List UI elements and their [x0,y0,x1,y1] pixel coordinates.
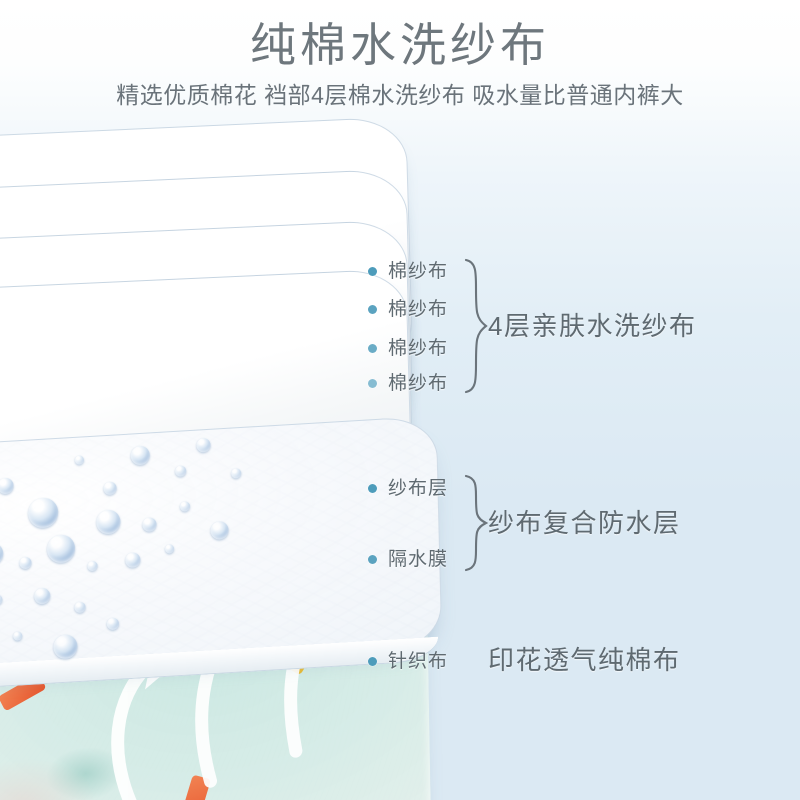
bullet-dot-icon [368,484,377,493]
callout-gauze-layer-4: 棉纱布 [368,374,448,393]
water-droplet [0,542,4,566]
bullet-dot-icon [368,267,377,276]
gauze-stack-illustration [0,116,450,555]
callout-waterproof-layer-2: 隔水膜 [368,550,448,569]
water-droplet [34,587,51,605]
water-droplet [0,594,3,606]
header-block: 纯棉水洗纱布 精选优质棉花 裆部4层棉水洗纱布 吸水量比普通内裤大 [0,0,800,107]
water-droplet [19,556,32,570]
callout-gauze-layer-3: 棉纱布 [368,339,448,358]
water-droplet [164,544,175,554]
water-droplet [106,617,120,631]
water-droplet [87,560,98,572]
callout-waterproof-layer-1: 纱布层 [368,479,448,498]
callout-gauze-layer-2: 棉纱布 [368,300,448,319]
water-droplet [13,631,23,641]
water-droplet [175,465,187,477]
layer-label: 棉纱布 [388,338,449,359]
page-title: 纯棉水洗纱布 [250,19,550,71]
water-droplet [96,509,121,535]
layer-label: 棉纱布 [388,373,449,394]
water-droplet [0,477,14,495]
callout-gauze-layer-1: 棉纱布 [368,262,448,281]
water-droplet [53,634,78,660]
brace-waterproof-group [462,474,488,572]
water-droplet [103,481,117,496]
water-droplet [74,601,86,614]
water-droplet [125,552,141,569]
bullet-dot-icon [368,555,377,564]
water-droplet [130,445,150,466]
callout-knit-layer-1: 针织布 [368,652,448,671]
water-droplet [231,468,242,479]
layer-label: 针织布 [388,651,449,672]
bullet-dot-icon [368,344,377,353]
bullet-dot-icon [368,305,377,314]
page-subtitle: 精选优质棉花 裆部4层棉水洗纱布 吸水量比普通内裤大 [116,82,684,108]
water-droplet [142,517,157,533]
layer-label: 棉纱布 [388,299,449,320]
layer-label: 隔水膜 [388,549,449,570]
water-droplet [46,534,76,564]
water-droplet [179,501,191,512]
group-label-waterproof: 纱布复合防水层 [488,508,681,538]
brace-gauze-group [462,258,488,394]
bullet-dot-icon [368,379,377,388]
group-label-gauze: 4层亲肤水洗纱布 [488,311,697,341]
waterproof-waffle-layer-illustration [0,415,443,694]
layer-label: 纱布层 [388,478,449,499]
bullet-dot-icon [368,657,377,666]
layer-label: 棉纱布 [388,261,449,282]
water-droplet [196,437,211,453]
water-droplet [210,520,229,540]
water-droplet [74,455,85,465]
group-label-knit: 印花透气纯棉布 [488,645,681,675]
water-droplet [27,496,59,529]
